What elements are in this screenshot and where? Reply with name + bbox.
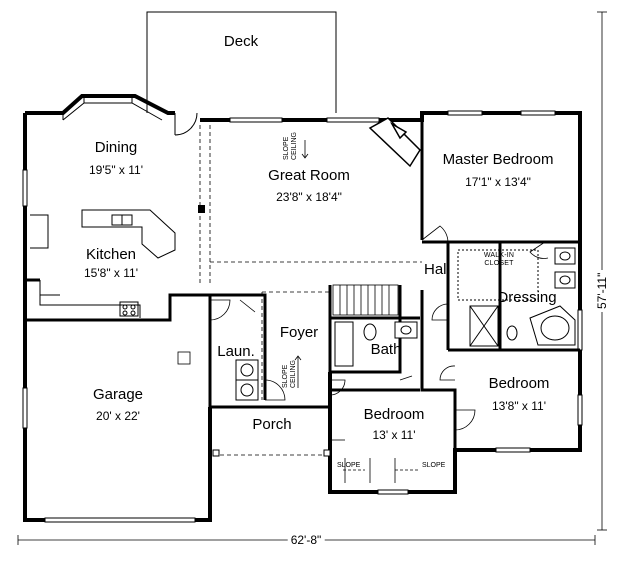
bedroom-center-size: 13' x 11' — [372, 428, 416, 442]
door-swings — [209, 225, 549, 441]
stairs — [332, 284, 399, 316]
dining-label: Dining — [94, 139, 138, 156]
overall-width-dimension: 62'-8" — [287, 534, 325, 546]
bedroom-right-size: 13'8" x 11' — [492, 399, 546, 413]
deck-label: Deck — [223, 33, 259, 50]
hall-label: Hall — [424, 261, 450, 278]
windows — [22, 110, 583, 523]
kitchen-counters — [30, 214, 141, 318]
kitchen-island — [81, 209, 176, 259]
overall-depth-dimension: 57'-11" — [595, 269, 609, 312]
garage-size: 20' x 22' — [96, 409, 140, 423]
deck-door — [174, 112, 198, 136]
dining-bay-window — [62, 96, 163, 121]
master-bath-fixtures — [457, 247, 576, 347]
bedroom-right-label: Bedroom — [488, 375, 550, 392]
slope-ceiling-great-line2: CEILING — [291, 131, 298, 160]
kitchen-label: Kitchen — [85, 246, 137, 263]
garage-label: Garage — [92, 386, 144, 403]
master-bedroom-size: 17'1" x 13'4" — [465, 175, 531, 189]
laundry-appliances — [235, 359, 259, 401]
slope-ceiling-foyer-line1: SLOPE — [282, 364, 289, 388]
great-room-label: Great Room — [268, 167, 350, 184]
great-room-size: 23'8" x 18'4" — [276, 190, 342, 204]
foyer-label: Foyer — [279, 324, 319, 341]
deck-outline — [146, 11, 337, 113]
slope-ceiling-foyer-line2: CEILING — [290, 359, 297, 388]
slope-left-label: SLOPE — [337, 462, 361, 469]
kitchen-size: 15'8" x 11' — [84, 266, 138, 280]
walk-in-closet-line2: CLOSET — [484, 260, 514, 267]
bath-label: Bath — [370, 341, 402, 358]
fireplace — [368, 117, 421, 168]
slope-right-label: SLOPE — [422, 462, 446, 469]
interior-walls — [25, 120, 580, 450]
laundry-label: Laun. — [217, 343, 255, 360]
bedroom-center-label: Bedroom — [363, 406, 425, 423]
master-bedroom-label: Master Bedroom — [442, 151, 554, 168]
column — [198, 205, 205, 213]
porch-label: Porch — [252, 416, 292, 433]
garage-fixture — [177, 351, 191, 365]
dining-size: 19'5" x 11' — [89, 163, 143, 177]
hall-bath-fixtures — [334, 321, 418, 367]
slope-ceiling-great-line1: SLOPE — [283, 136, 290, 160]
porch-columns — [212, 449, 331, 457]
walk-in-closet-line1: WALK-IN — [483, 252, 515, 259]
dressing-label: Dressing — [497, 289, 557, 306]
slope-arrows — [294, 140, 420, 483]
